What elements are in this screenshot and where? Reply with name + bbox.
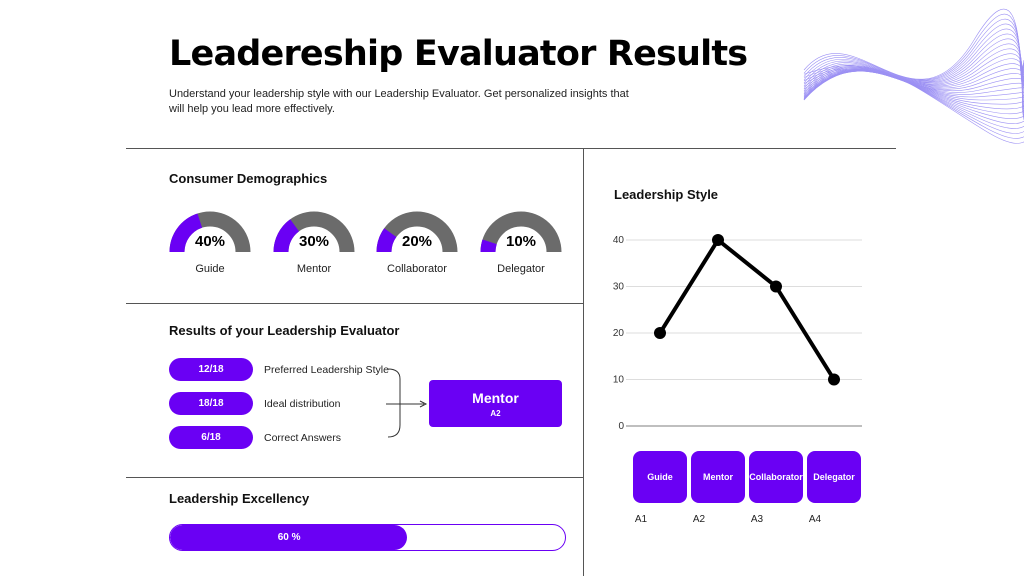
wave-line <box>803 58 1024 98</box>
divider-top <box>126 148 896 149</box>
x-tick-label: A1 <box>634 514 648 525</box>
category-box: Delegator <box>807 451 861 503</box>
category-box: Mentor <box>691 451 745 503</box>
page-title: Leadereship Evaluator Results <box>169 34 748 74</box>
page-subtitle: Understand your leadership style with ou… <box>169 88 629 115</box>
wave-line <box>803 69 1024 119</box>
gauge-collaborator: 20% Collaborator <box>376 210 458 275</box>
decorative-wave-graphic <box>803 8 1024 144</box>
excellency-title: Leadership Excellency <box>169 491 310 506</box>
wave-line <box>803 33 1024 87</box>
series-line <box>658 238 836 381</box>
gauge-label: Guide <box>195 263 225 275</box>
wave-line <box>803 48 1024 94</box>
data-point <box>828 373 840 386</box>
score-pill-ideal: 18/18 <box>169 392 253 415</box>
wave-line <box>803 70 1024 110</box>
results-title: Results of your Leadership Evaluator <box>169 323 400 338</box>
x-tick-label: A2 <box>692 514 706 525</box>
category-box: Guide <box>633 451 687 503</box>
gauge-delegator: 10% Delegator <box>480 210 562 275</box>
gauge-guide: 40% Guide <box>169 210 251 275</box>
wave-line <box>803 38 1024 89</box>
gauge-arc <box>169 211 251 253</box>
score-label-correct: Correct Answers <box>264 432 342 444</box>
wave-line <box>803 70 1024 105</box>
score-pill-correct: 6/18 <box>169 426 253 449</box>
result-box: Mentor A2 <box>429 380 562 427</box>
x-tick-label: A4 <box>808 514 822 525</box>
data-point <box>654 327 666 339</box>
score-label-preferred: Preferred Leadership Style <box>264 364 389 376</box>
chart-title: Leadership Style <box>614 187 719 202</box>
y-tick-label: 40 <box>613 235 625 246</box>
gauge-percent: 20% <box>401 233 433 250</box>
y-tick-label: 0 <box>618 421 624 432</box>
wave-line <box>803 68 1024 124</box>
gauge-mentor: 30% Mentor <box>273 210 355 275</box>
progress-fill <box>170 525 407 550</box>
divider-bottom <box>126 477 583 478</box>
gauge-value-arc <box>273 219 300 253</box>
gauge-percent: 10% <box>505 233 537 250</box>
data-point <box>770 280 782 293</box>
x-tick-label: A3 <box>750 514 764 525</box>
wave-line <box>803 68 1024 129</box>
gauge-remainder-arc <box>480 211 562 253</box>
bracket-arrow-connector <box>386 368 428 438</box>
y-tick-label: 30 <box>613 282 625 293</box>
gauge-label: Mentor <box>296 263 332 275</box>
wave-line <box>803 65 1024 144</box>
data-point <box>712 234 724 246</box>
gauge-value-arc <box>169 213 203 253</box>
wave-line <box>803 70 1024 101</box>
excellency-progress-bar: 60 % <box>169 524 566 551</box>
score-label-ideal: Ideal distribution <box>264 398 341 410</box>
gauge-arc <box>273 211 355 253</box>
demographics-title: Consumer Demographics <box>169 171 328 186</box>
y-tick-label: 20 <box>613 328 625 339</box>
category-box: Collaborator <box>749 451 803 503</box>
result-code: A2 <box>490 409 501 418</box>
gauge-value-arc <box>480 239 497 253</box>
gauge-arc <box>376 211 458 253</box>
gauge-label: Delegator <box>497 263 545 275</box>
divider-vertical <box>583 148 584 576</box>
gauge-arc <box>480 211 562 253</box>
gauge-value-arc <box>376 228 397 253</box>
leadership-style-line-chart: 0 10 20 30 40 <box>613 234 862 432</box>
gauge-percent: 30% <box>298 233 330 250</box>
progress-text: 60 % <box>277 532 301 543</box>
wave-line <box>803 67 1024 134</box>
wave-line <box>803 66 1024 139</box>
divider-mid <box>126 303 583 304</box>
result-style: Mentor <box>472 390 519 406</box>
gauge-percent: 40% <box>194 233 226 250</box>
gauge-label: Collaborator <box>387 263 447 275</box>
wave-line <box>803 69 1024 115</box>
score-pill-preferred: 12/18 <box>169 358 253 381</box>
y-tick-label: 10 <box>613 375 625 386</box>
